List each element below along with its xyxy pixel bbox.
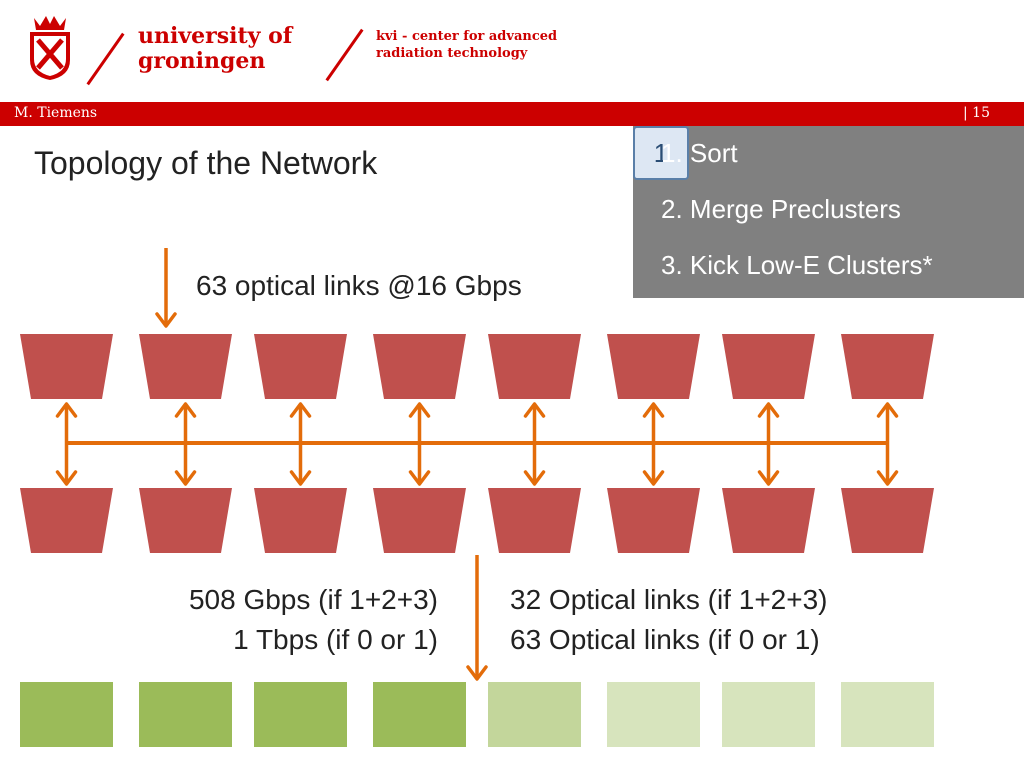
author-name: M. Tiemens [14, 105, 98, 121]
upper-node [841, 334, 934, 399]
lower-node [722, 488, 815, 553]
lower-node [254, 488, 347, 553]
arrow-head-up [642, 402, 665, 418]
output-arrow-head [466, 665, 488, 681]
lower-node [841, 488, 934, 553]
steps-panel: 1. Sort 2. Merge Preclusters 3. Kick Low… [633, 126, 1024, 298]
lower-node [139, 488, 232, 553]
arrow-head-down [55, 470, 78, 486]
upper-node [607, 334, 700, 399]
step-kick-low-e-clusters: 3. Kick Low-E Clusters* [661, 250, 933, 280]
arrow-head-down [408, 470, 431, 486]
output-node [722, 682, 815, 747]
arrow-head-down [757, 470, 780, 486]
bandwidth-line: 1 Tbps (if 0 or 1) [233, 624, 438, 655]
output-links-line: 32 Optical links (if 1+2+3) [510, 584, 828, 615]
arrow-head-down [289, 470, 312, 486]
lower-node [373, 488, 466, 553]
lower-node [20, 488, 113, 553]
output-node [20, 682, 113, 747]
arrow-head-up [55, 402, 78, 418]
arrow-head-up [289, 402, 312, 418]
output-node [607, 682, 700, 747]
university-seal-logo [30, 16, 70, 80]
arrow-head-down [174, 470, 197, 486]
upper-node [722, 334, 815, 399]
upper-node [139, 334, 232, 399]
input-arrow-head [155, 312, 177, 328]
output-node [841, 682, 934, 747]
arrow-head-down [876, 470, 899, 486]
output-node [254, 682, 347, 747]
bandwidth-line: 508 Gbps (if 1+2+3) [188, 584, 438, 615]
lower-node [607, 488, 700, 553]
arrow-head-up [876, 402, 899, 418]
arrow-head-up [757, 402, 780, 418]
step-merge-preclusters: 2. Merge Preclusters [661, 194, 901, 224]
upper-node [254, 334, 347, 399]
arrow-head-down [523, 470, 546, 486]
output-node [488, 682, 581, 747]
bandwidth-label: 508 Gbps (if 1+2+3) 1 Tbps (if 0 or 1) [150, 580, 438, 660]
institute-name: kvi - center for advanced radiation tech… [376, 29, 558, 61]
input-links-label: 63 optical links @16 Gbps [196, 270, 522, 301]
upper-node [373, 334, 466, 399]
upper-node [20, 334, 113, 399]
output-node [373, 682, 466, 747]
arrow-head-down [642, 470, 665, 486]
header-bar [0, 102, 1024, 126]
step-sort: 1. Sort [661, 138, 738, 168]
output-links-line: 63 Optical links (if 0 or 1) [510, 624, 820, 655]
output-links-label: 32 Optical links (if 1+2+3) 63 Optical l… [510, 580, 828, 660]
output-node [139, 682, 232, 747]
lower-node [488, 488, 581, 553]
arrow-head-up [408, 402, 431, 418]
step-badge: 1 [633, 126, 689, 180]
page-number: | 15 [963, 105, 990, 121]
upper-node [488, 334, 581, 399]
arrow-head-up [174, 402, 197, 418]
slide-title: Topology of the Network [34, 145, 378, 181]
arrow-head-up [523, 402, 546, 418]
university-name: university of groningen [138, 23, 293, 74]
